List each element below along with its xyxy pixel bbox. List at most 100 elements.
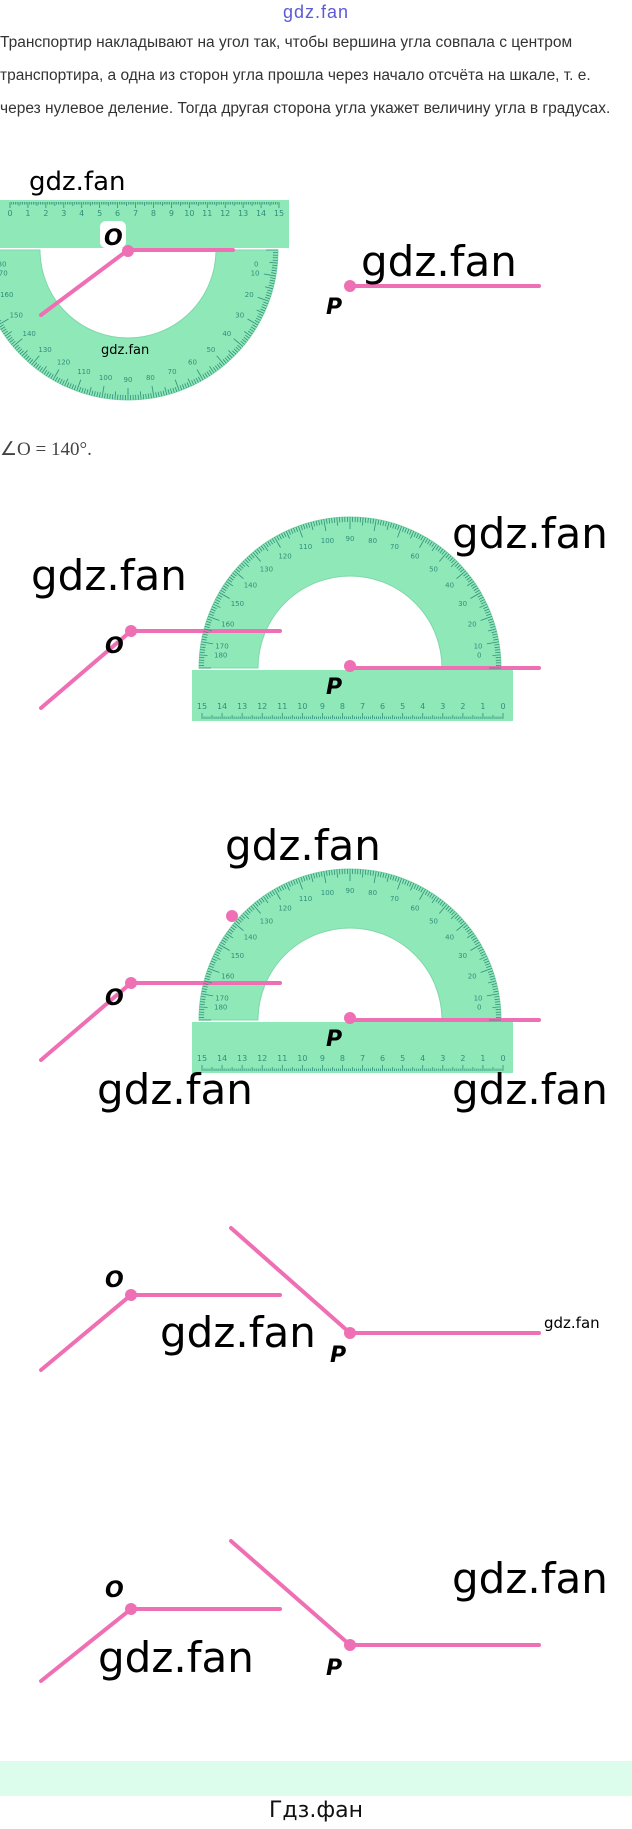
protractor-scale-label: 40 (445, 581, 454, 589)
protractor-tick (300, 877, 303, 883)
protractor-tick (439, 900, 444, 906)
protractor-tick (369, 870, 372, 876)
protractor-tick (270, 277, 276, 280)
ruler-label: 1 (480, 1054, 485, 1063)
protractor-tick (470, 935, 476, 939)
protractor-tick (320, 519, 323, 525)
protractor-tick (483, 606, 489, 609)
protractor-scale-label: 130 (38, 346, 51, 354)
protractor-tick (237, 344, 242, 349)
protractor-tick (181, 384, 185, 390)
protractor-tick (265, 286, 273, 290)
protractor-tick (150, 393, 152, 399)
protractor-body (198, 868, 502, 1021)
protractor-tick (459, 568, 465, 573)
protractor-tick (25, 355, 30, 360)
protractor-tick (237, 918, 242, 923)
protractor-tick (214, 953, 219, 957)
protractor-tick (76, 379, 82, 392)
ruler-label: 8 (151, 209, 156, 218)
protractor-tick (466, 928, 471, 933)
protractor-tick (276, 535, 280, 541)
protractor-tick (290, 528, 294, 534)
protractor-tick (459, 920, 465, 925)
protractor-tick (418, 886, 422, 892)
protractor-tick (485, 611, 491, 614)
protractor-tick (489, 623, 495, 626)
protractor-tick (473, 939, 479, 943)
protractor-tick (229, 928, 234, 933)
protractor-tick (480, 615, 493, 621)
protractor-tick (492, 988, 498, 991)
watermark: gdz.fan (225, 821, 381, 870)
protractor-tick (199, 651, 205, 654)
protractor-scale-label: 60 (411, 904, 420, 912)
protractor-tick (256, 900, 261, 906)
protractor-markings: 0102030405060708090100110120130140150160… (197, 517, 506, 719)
protractor-tick (4, 331, 12, 337)
protractor-tick (221, 587, 227, 591)
vertex-dot (344, 660, 356, 672)
protractor-tick (288, 881, 291, 887)
protractor-tick (86, 389, 89, 395)
protractor-tick (109, 393, 111, 399)
protractor-tick (193, 379, 197, 384)
protractor-scale-label: 50 (429, 565, 438, 573)
ruler-label: 10 (297, 1054, 307, 1063)
protractor-tick (451, 911, 456, 916)
protractor-tick (271, 890, 276, 896)
protractor-tick (229, 576, 234, 581)
protractor-tick (244, 911, 249, 916)
protractor-tick (323, 871, 327, 884)
protractor-tick (379, 520, 382, 526)
vertex-p-label: P (330, 1343, 346, 1368)
protractor-tick (494, 998, 500, 1001)
protractor-tick (263, 896, 269, 904)
ruler-label: 9 (320, 1054, 325, 1063)
protractor-tick (210, 960, 216, 964)
protractor-tick (410, 530, 415, 539)
protractor-tick (466, 576, 471, 581)
protractor-scale-label: 30 (458, 952, 467, 960)
protractor-tick (473, 587, 479, 591)
answer-text: ∠O = 140°. (0, 439, 92, 460)
protractor-tick (0, 319, 2, 322)
protractor-tick (250, 326, 256, 330)
protractor-tick (481, 601, 486, 605)
protractor-tick (484, 608, 490, 612)
protractor-tick (449, 909, 454, 914)
protractor-tick (318, 520, 321, 526)
ruler-label: 6 (380, 1054, 385, 1063)
protractor-tick (318, 872, 321, 878)
protractor-tick (486, 613, 492, 617)
vertex-o-label: O (104, 226, 123, 251)
protractor-tick (219, 944, 230, 951)
protractor-tick (458, 918, 463, 923)
protractor-tick (315, 872, 318, 878)
ruler-label: 6 (380, 702, 385, 711)
vertex-o-label-background (100, 221, 126, 248)
ruler-label: 11 (202, 209, 212, 218)
protractor-tick (139, 391, 142, 400)
protractor-tick (78, 386, 82, 392)
protractor-tick (397, 877, 403, 890)
protractor-tick (364, 869, 367, 875)
protractor-tick (214, 365, 219, 371)
protractor-tick (490, 977, 496, 981)
watermark: gdz.fan (31, 551, 187, 600)
protractor-tick (336, 517, 338, 526)
ruler-label: 15 (274, 209, 284, 218)
protractor-tick (240, 340, 245, 345)
protractor-tick (244, 559, 249, 564)
protractor-tick (205, 975, 211, 978)
protractor-tick (207, 970, 213, 973)
protractor-tick (328, 518, 331, 524)
protractor-tick (16, 346, 21, 351)
ruler-label: 11 (277, 1054, 287, 1063)
protractor-tick (470, 944, 481, 951)
ruler-label: 8 (340, 702, 345, 711)
footer-text: Гдз.фан (269, 1798, 363, 1823)
vertex-dot (125, 977, 137, 989)
protractor-tick (199, 654, 208, 656)
